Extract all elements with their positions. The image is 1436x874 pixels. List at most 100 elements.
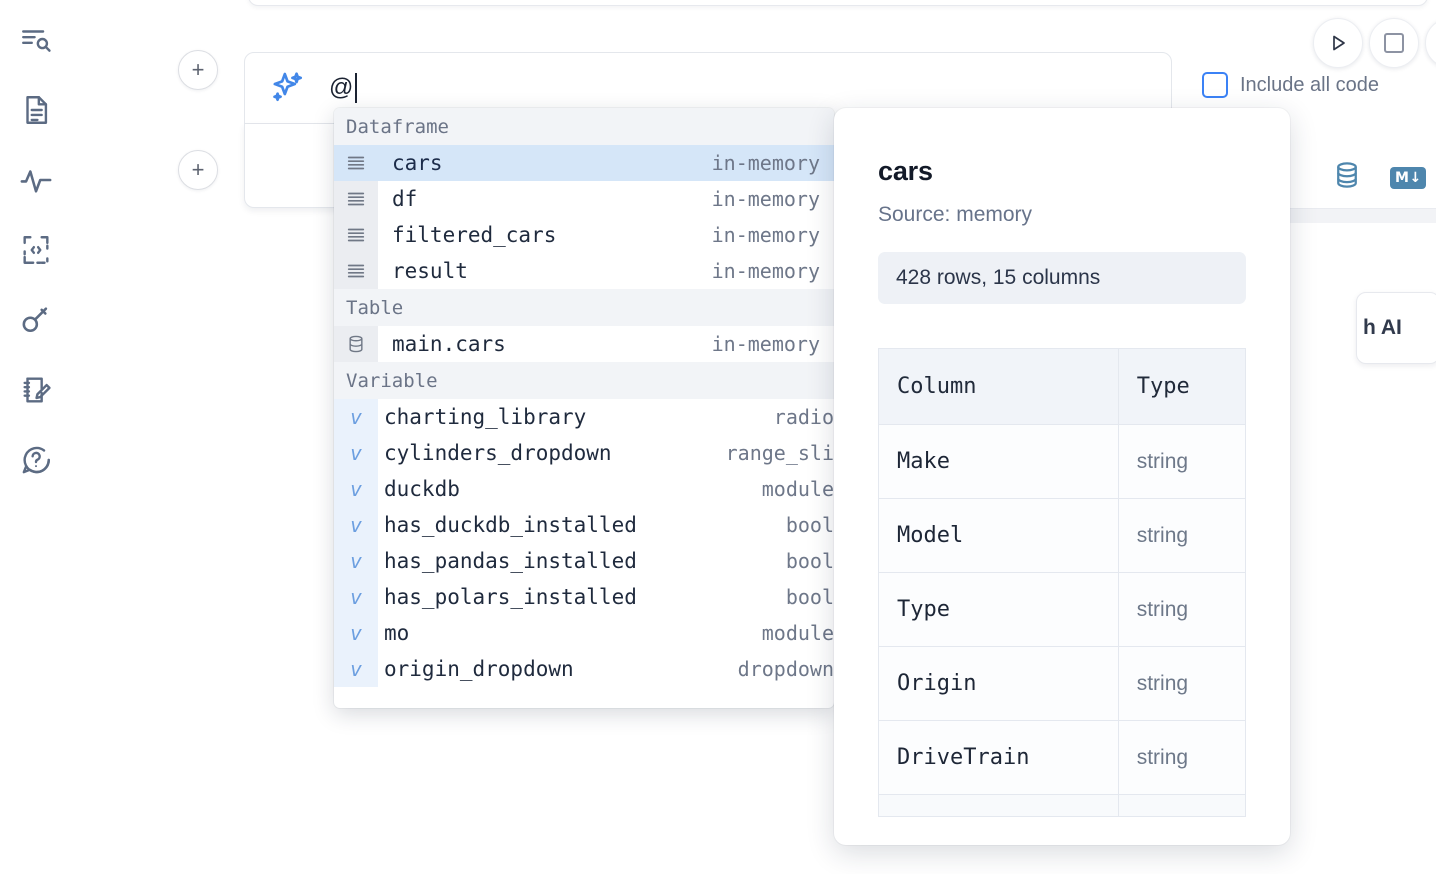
dataframe-icon: [334, 181, 378, 217]
autocomplete-item-type: bool: [785, 513, 834, 537]
type-header: Type: [1117, 348, 1247, 425]
schema-column-type: string: [1117, 572, 1247, 647]
schema-column-name: Model: [878, 498, 1119, 573]
autocomplete-item-name: has_duckdb_installed: [384, 513, 637, 537]
ai-prompt-input[interactable]: @: [329, 73, 1171, 103]
autocomplete-item-name: origin_dropdown: [384, 657, 574, 681]
autocomplete-item-type: in-memory: [711, 332, 820, 356]
autocomplete-item-type: bool: [785, 549, 834, 573]
schema-column-type: string: [1117, 498, 1247, 573]
autocomplete-item-name: mo: [384, 621, 410, 645]
autocomplete-item-name: main.cars: [392, 332, 506, 356]
autocomplete-group-header: Dataframe: [334, 108, 834, 145]
schema-column-type: string: [1117, 646, 1247, 721]
autocomplete-item-type: module: [761, 477, 834, 501]
autocomplete-item[interactable]: main.cars in-memory: [334, 326, 834, 362]
table-header-row: Column Type: [878, 348, 1247, 425]
autocomplete-item-name: filtered_cars: [392, 223, 557, 247]
text-caret: [354, 73, 357, 103]
variable-icon: v: [334, 579, 378, 615]
generate-with-ai-button[interactable]: h AI: [1356, 292, 1436, 364]
activity-icon[interactable]: [14, 158, 58, 202]
run-cell-button[interactable]: [1313, 18, 1363, 68]
variable-icon: v: [334, 507, 378, 543]
table-row-partial: [878, 794, 1247, 817]
autocomplete-item-type: in-memory: [711, 223, 820, 247]
dataframe-icon: [334, 253, 378, 289]
more-options-button[interactable]: [1425, 18, 1436, 68]
include-all-code-checkbox[interactable]: [1202, 72, 1228, 98]
help-chat-icon[interactable]: [14, 438, 58, 482]
autocomplete-item[interactable]: result in-memory: [334, 253, 834, 289]
autocomplete-item-name: cylinders_dropdown: [384, 441, 612, 465]
variable-icon: v: [334, 543, 378, 579]
schema-column-type: string: [1117, 424, 1247, 499]
autocomplete-item-type: bool: [785, 585, 834, 609]
stop-cell-button[interactable]: [1369, 18, 1419, 68]
schema-column-name: Origin: [878, 646, 1119, 721]
variable-icon: v: [334, 651, 378, 687]
include-all-code-label: Include all code: [1240, 73, 1379, 96]
ai-prompt-value: @: [329, 74, 354, 101]
autocomplete-group-header: Table: [334, 289, 834, 326]
autocomplete-item-type: in-memory: [711, 259, 820, 283]
autocomplete-item[interactable]: cars in-memory: [334, 145, 834, 181]
stop-square-icon: [1384, 33, 1404, 53]
autocomplete-item-type: dropdown: [737, 657, 834, 681]
schema-column-name: [878, 794, 1119, 817]
toolbar-divider: [1180, 208, 1436, 209]
autocomplete-item-name: df: [392, 187, 418, 211]
table-icon: [334, 326, 378, 362]
autocomplete-item-name: cars: [392, 151, 443, 175]
autocomplete-group-header: Variable: [334, 362, 834, 399]
dataframe-preview-panel: cars Source: memory 428 rows, 15 columns…: [834, 108, 1290, 845]
markdown-icon[interactable]: M↓: [1390, 166, 1426, 189]
database-icon[interactable]: [1332, 160, 1362, 195]
previous-cell-card: [248, 0, 1428, 6]
code-snippet-icon[interactable]: [14, 228, 58, 272]
autocomplete-item-name: charting_library: [384, 405, 587, 429]
dataframe-icon: [334, 145, 378, 181]
schema-column-name: Make: [878, 424, 1119, 499]
variable-icon: v: [334, 471, 378, 507]
scratchpad-icon[interactable]: [14, 368, 58, 412]
schema-column-type: string: [1117, 720, 1247, 795]
column-header: Column: [878, 348, 1119, 425]
schema-column-name: Type: [878, 572, 1119, 647]
add-cell-below-button[interactable]: +: [178, 150, 218, 190]
key-icon[interactable]: [14, 298, 58, 342]
autocomplete-item-type: module: [761, 621, 834, 645]
file-text-icon[interactable]: [14, 88, 58, 132]
autocomplete-item[interactable]: filtered_cars in-memory: [334, 217, 834, 253]
explore-outline-icon[interactable]: [14, 18, 58, 62]
schema-column-type: [1117, 794, 1247, 817]
include-all-code-toggle[interactable]: Include all code: [1202, 72, 1379, 98]
preview-title: cars: [878, 156, 933, 186]
cell-tool-icons: M↓: [1332, 160, 1426, 195]
schema-column-name: DriveTrain: [878, 720, 1119, 795]
autocomplete-item-name: result: [392, 259, 468, 283]
markdown-arrow: ↓: [1409, 169, 1421, 186]
autocomplete-item-type: in-memory: [711, 151, 820, 175]
variable-icon: v: [334, 399, 378, 435]
add-cell-above-button[interactable]: +: [178, 50, 218, 90]
autocomplete-item-type: range_sli: [725, 441, 834, 465]
